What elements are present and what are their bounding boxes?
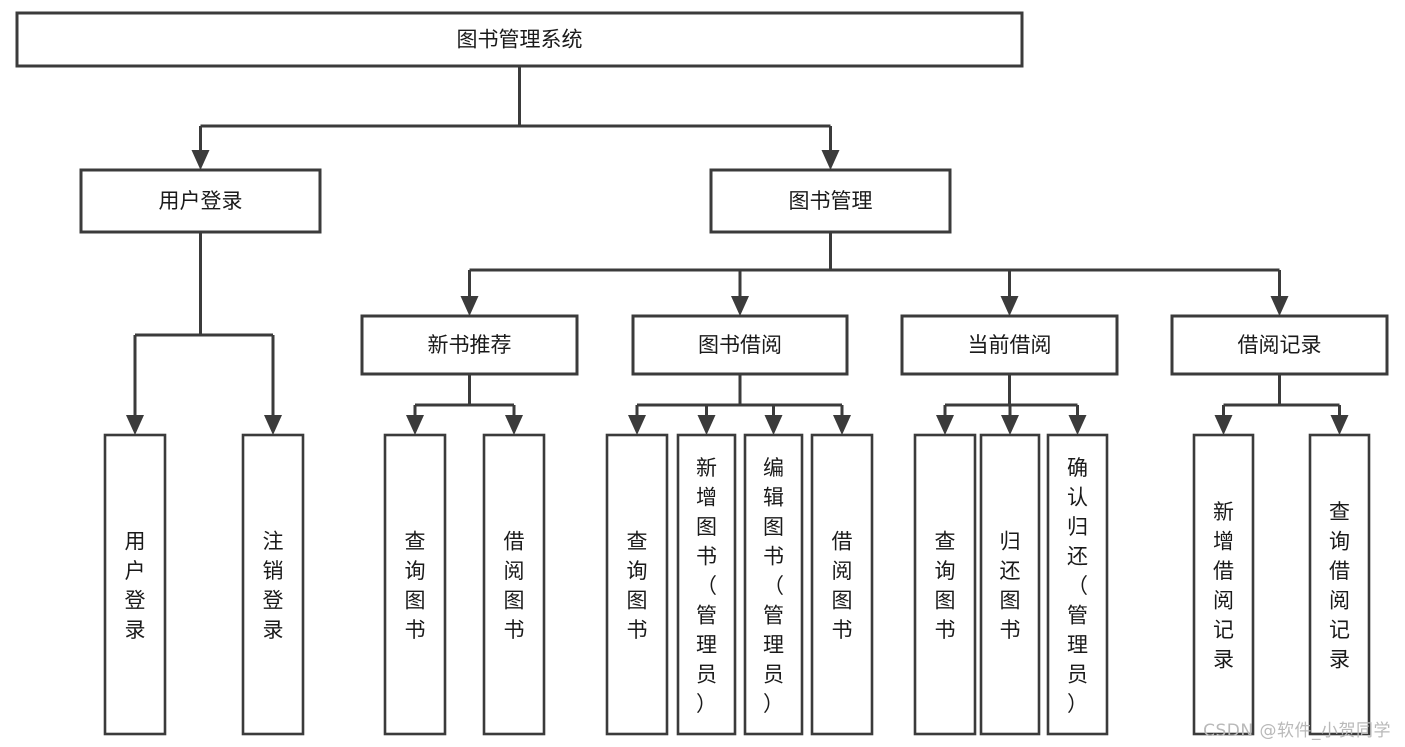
- node-leaf-借阅记录-1[interactable]: 查询借阅记录: [1308, 433, 1371, 736]
- node-level1-图书管理[interactable]: 图书管理: [709, 168, 952, 234]
- node-leaf-用户登录-1[interactable]: 注销登录: [241, 433, 305, 736]
- node-label: 编辑图书（管理员）: [763, 456, 784, 716]
- node-label: 查询图书: [627, 530, 648, 643]
- leaf-arrow-2-0-head: [936, 415, 954, 435]
- connectors-layer: [126, 66, 1349, 435]
- node-box[interactable]: [810, 433, 874, 736]
- node-label: 用户登录: [125, 530, 146, 643]
- node-box[interactable]: [631, 314, 849, 376]
- node-leaf-新书推荐-1[interactable]: 借阅图书: [482, 433, 546, 736]
- user-login-leaf-arrow-1-head: [264, 415, 282, 435]
- node-box[interactable]: [709, 168, 952, 234]
- node-label: 归还图书: [1000, 530, 1021, 643]
- node-level2-当前借阅[interactable]: 当前借阅: [900, 314, 1119, 376]
- leaf-arrow-2-1-head: [1001, 415, 1019, 435]
- node-label: 图书管理系统: [457, 28, 583, 52]
- node-label: 借阅记录: [1238, 333, 1322, 357]
- node-label: 借阅图书: [832, 530, 853, 643]
- node-level1-用户登录[interactable]: 用户登录: [79, 168, 322, 234]
- node-leaf-当前借阅-1[interactable]: 归还图书: [979, 433, 1041, 736]
- leaf-arrow-0-1-head: [505, 415, 523, 435]
- level2-arrow-1-head: [731, 296, 749, 316]
- watermark-text: CSDN @软件_小贺同学: [1203, 721, 1391, 741]
- node-box[interactable]: [241, 433, 305, 736]
- leaf-arrow-1-3-head: [833, 415, 851, 435]
- level2-arrow-3-head: [1270, 296, 1289, 316]
- node-leaf-图书借阅-0[interactable]: 查询图书: [605, 433, 669, 736]
- node-label: 新增图书（管理员）: [696, 456, 717, 716]
- node-level2-新书推荐[interactable]: 新书推荐: [360, 314, 579, 376]
- node-box[interactable]: [900, 314, 1119, 376]
- node-leaf-借阅记录-0[interactable]: 新增借阅记录: [1192, 433, 1255, 736]
- node-box[interactable]: [913, 433, 977, 736]
- leaf-arrow-0-0-head: [406, 415, 424, 435]
- level2-arrow-2-head: [1000, 296, 1019, 316]
- node-box[interactable]: [1046, 433, 1109, 736]
- level1-arrow-1-head: [821, 150, 840, 170]
- node-leaf-当前借阅-2[interactable]: 确认归还（管理员）: [1046, 433, 1109, 736]
- leaf-arrow-1-2-head: [764, 415, 783, 435]
- node-box[interactable]: [103, 433, 167, 736]
- leaf-arrow-3-1-head: [1330, 415, 1349, 435]
- leaf-arrow-1-0-head: [628, 415, 646, 435]
- level1-arrow-0-head: [191, 150, 210, 170]
- node-box[interactable]: [605, 433, 669, 736]
- leaf-arrow-1-1-head: [697, 415, 716, 435]
- node-label: 图书管理: [789, 189, 873, 213]
- node-leaf-图书借阅-2[interactable]: 编辑图书（管理员）: [743, 433, 804, 736]
- node-box[interactable]: [383, 433, 447, 736]
- leaf-arrow-3-0-head: [1214, 415, 1233, 435]
- node-label: 用户登录: [159, 189, 243, 213]
- node-leaf-新书推荐-0[interactable]: 查询图书: [383, 433, 447, 736]
- node-box[interactable]: [360, 314, 579, 376]
- node-label: 新增借阅记录: [1213, 500, 1234, 672]
- node-label: 查询图书: [935, 530, 956, 643]
- user-login-leaf-arrow-0-head: [126, 415, 144, 435]
- node-label: 借阅图书: [504, 530, 525, 643]
- node-label: 注销登录: [263, 530, 284, 643]
- node-label: 查询借阅记录: [1329, 500, 1350, 672]
- node-box[interactable]: [743, 433, 804, 736]
- node-leaf-用户登录-0[interactable]: 用户登录: [103, 433, 167, 736]
- node-level2-借阅记录[interactable]: 借阅记录: [1170, 314, 1389, 376]
- node-label: 新书推荐: [428, 333, 512, 357]
- nodes-layer: 图书管理系统用户登录图书管理新书推荐图书借阅当前借阅借阅记录用户登录注销登录查询…: [15, 11, 1389, 736]
- node-box[interactable]: [15, 11, 1024, 68]
- node-box[interactable]: [1192, 433, 1255, 736]
- node-leaf-图书借阅-3[interactable]: 借阅图书: [810, 433, 874, 736]
- node-box[interactable]: [482, 433, 546, 736]
- leaf-arrow-2-2-head: [1068, 415, 1087, 435]
- node-level2-图书借阅[interactable]: 图书借阅: [631, 314, 849, 376]
- node-label: 查询图书: [405, 530, 426, 643]
- node-box[interactable]: [79, 168, 322, 234]
- node-box[interactable]: [979, 433, 1041, 736]
- node-root-图书管理系统[interactable]: 图书管理系统: [15, 11, 1024, 68]
- node-box[interactable]: [1170, 314, 1389, 376]
- node-label: 图书借阅: [698, 333, 782, 357]
- node-label: 确认归还（管理员）: [1067, 456, 1088, 716]
- node-leaf-当前借阅-0[interactable]: 查询图书: [913, 433, 977, 736]
- level2-arrow-0-head: [460, 296, 479, 316]
- node-box[interactable]: [676, 433, 737, 736]
- node-label: 当前借阅: [968, 333, 1052, 357]
- node-box[interactable]: [1308, 433, 1371, 736]
- node-leaf-图书借阅-1[interactable]: 新增图书（管理员）: [676, 433, 737, 736]
